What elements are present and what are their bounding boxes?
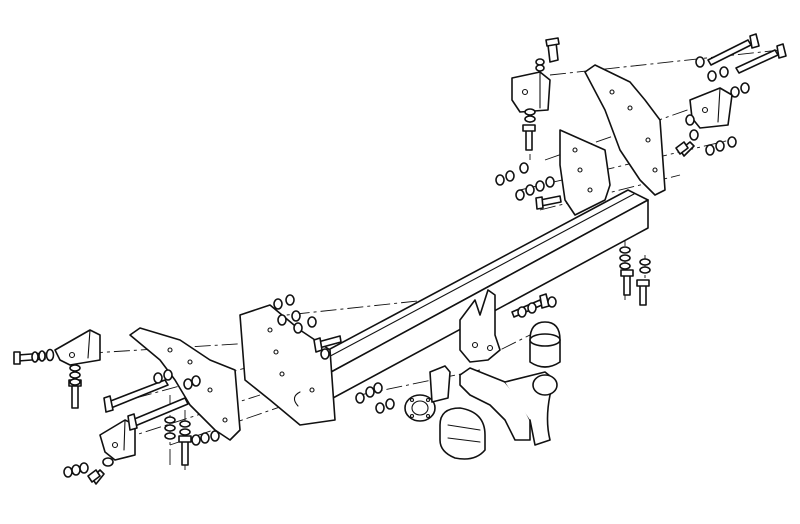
nut-washer-set <box>495 162 555 201</box>
bolts-right <box>511 33 787 318</box>
angle-bracket-right-upper <box>511 71 551 113</box>
long-bolt <box>707 33 760 66</box>
short-bolt <box>545 37 560 63</box>
angle-bracket-left-lower <box>99 419 136 461</box>
nut-washer-set <box>695 56 750 98</box>
nut-washer-set <box>524 58 545 123</box>
right-side-plate <box>559 129 611 216</box>
nut-washer-set <box>619 246 651 274</box>
nut-washer-set <box>153 369 201 390</box>
angle-bracket-left-upper <box>54 329 101 366</box>
short-bolt <box>522 124 536 151</box>
left-side-plate <box>239 304 336 426</box>
socket-cover <box>439 407 486 460</box>
short-bolt <box>535 195 562 210</box>
nut-washer-set <box>164 416 191 440</box>
long-bolt <box>103 379 169 413</box>
tow-ball-neck <box>459 367 558 446</box>
nut-washer-set <box>31 348 55 363</box>
nut-washer-set <box>63 457 114 478</box>
electrical-socket <box>404 365 451 422</box>
right-long-bracket <box>584 64 666 196</box>
nut-washer-set <box>355 382 395 414</box>
nuts-and-washers <box>31 56 750 478</box>
short-bolt <box>620 269 634 296</box>
tow-ball-cap <box>529 321 561 368</box>
nut-washer-set <box>191 430 220 446</box>
socket-mounting-bracket <box>459 289 501 363</box>
short-bolt <box>636 279 650 306</box>
short-bolt <box>178 435 192 466</box>
nut-washer-set <box>517 296 557 318</box>
short-bolt <box>87 469 105 485</box>
angle-bracket-right-lower <box>689 87 733 129</box>
short-bolt <box>675 141 695 157</box>
long-bolt <box>127 397 189 431</box>
long-bolt <box>735 43 787 74</box>
nut-washer-set <box>69 364 81 386</box>
nut-washer-set <box>685 114 737 156</box>
short-bolt <box>313 335 342 353</box>
nut-washer-set <box>273 294 330 360</box>
